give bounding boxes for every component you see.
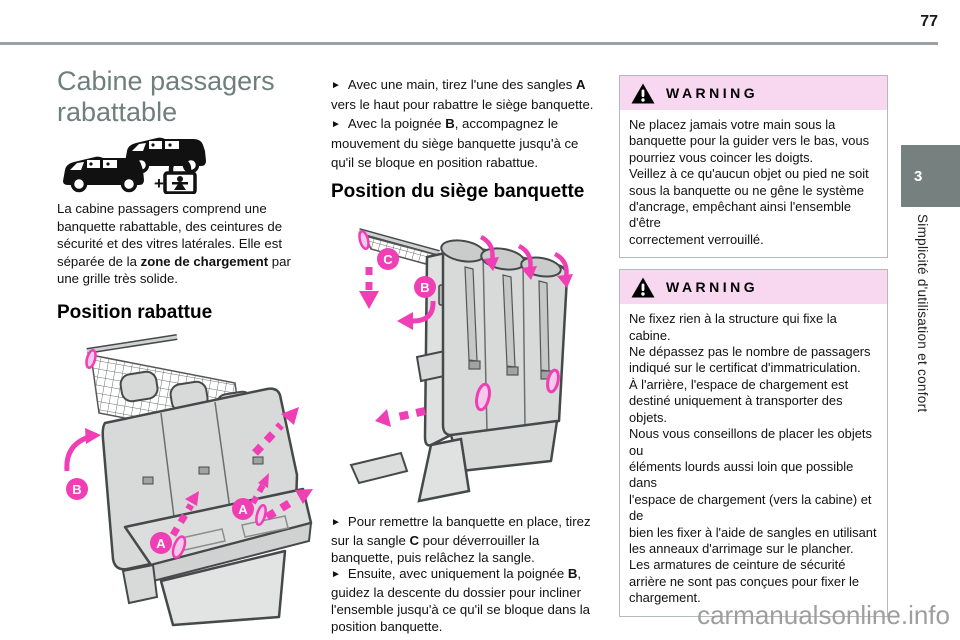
chapter-tab: 3 <box>901 145 960 207</box>
label-b-badge: B <box>66 477 88 500</box>
seat-upright-graphic: C B <box>349 228 573 503</box>
step-text: Avec la poignée <box>347 115 446 131</box>
label-a1: A <box>156 536 166 551</box>
arrow-b-curved <box>397 312 413 331</box>
fold-steps: ►Avec une main, tirez l'une des sangles … <box>331 76 605 172</box>
intro-text-2: par une grille très solide. <box>57 253 291 287</box>
bullet-arrow-icon: ► <box>331 517 341 529</box>
step-fold-1: ►Avec une main, tirez l'une des sangles … <box>331 76 605 115</box>
warning-body: Ne fixez rien à la structure qui fixe la… <box>629 311 877 606</box>
annotation-arrows <box>64 406 313 559</box>
intro-paragraph: La cabine passagers comprend une banquet… <box>57 200 315 288</box>
page-number: 77 <box>920 13 938 30</box>
arrow-right <box>295 488 313 504</box>
warning-triangle-icon <box>631 277 655 298</box>
label-a2-badge: A <box>232 497 254 520</box>
heading-position-rabattue: Position rabattue <box>57 301 213 323</box>
annotation-arrows <box>359 235 573 428</box>
arrow-c-down <box>359 291 379 310</box>
warning-title: WARNING <box>666 279 759 296</box>
ref-a: A <box>575 77 586 92</box>
arrow-up-right <box>281 406 299 425</box>
header-rule <box>0 42 938 45</box>
plus-icon: + <box>154 174 164 193</box>
strap-magenta-left <box>475 382 491 412</box>
strap-a1 <box>171 535 187 559</box>
unfold-steps: ►Pour remettre la banquette en place, ti… <box>331 514 605 636</box>
arrow-headrest-2 <box>517 244 537 281</box>
seat-folding-graphic: B A A <box>64 334 313 627</box>
arrow-b-curved <box>85 427 101 444</box>
heading-position-banquette: Position du siège banquette <box>331 181 585 203</box>
seat-base <box>159 549 287 627</box>
warning-box-1: WARNING Ne placez jamais votre main sous… <box>619 75 888 259</box>
ref-b: B <box>567 566 578 582</box>
bullet-arrow-icon: ► <box>331 80 341 91</box>
warning-body: Ne placez jamais votre main sous la banq… <box>629 117 870 247</box>
label-c: C <box>383 252 393 267</box>
intro-text-1: La cabine passagers comprend une banquet… <box>57 201 283 269</box>
step-text: vers le haut pour rabattre le siège banq… <box>331 97 594 113</box>
warning-header: WARNING <box>620 270 887 305</box>
ref-c: C <box>409 532 419 548</box>
van-icon-1 <box>63 156 144 193</box>
warning-title: WARNING <box>666 85 759 101</box>
right-column: WARNING Ne placez jamais votre main sous… <box>619 0 888 617</box>
base-pillar <box>417 437 471 503</box>
bullet-arrow-icon: ► <box>331 118 341 130</box>
van-variant-icons: + <box>59 132 219 195</box>
step-text: Pour remettre la banquette en place, tir… <box>331 514 591 548</box>
step-text: , guidez la descente du dossier pour inc… <box>331 566 591 634</box>
step-unfold-2: ► Ensuite, avec uniquement la poignée B, … <box>331 566 605 635</box>
label-b: B <box>72 482 81 497</box>
strap-a2 <box>255 504 267 526</box>
warning-triangle-icon <box>631 83 655 104</box>
step-text: pour déverrouiller la banquette, puis re… <box>331 532 540 565</box>
step-fold-2: ► Avec la poignée B, accompagnez le mouve… <box>331 115 605 172</box>
illustration-seat-upright: C B <box>331 209 603 504</box>
seat-base-left <box>121 563 159 605</box>
arrow-a1 <box>185 490 199 506</box>
label-a2: A <box>238 502 248 517</box>
label-a1-badge: A <box>150 531 172 554</box>
net-strap-magenta <box>85 348 97 369</box>
arrow-headrest-3 <box>553 252 573 289</box>
step-unfold-1: ►Pour remettre la banquette en place, ti… <box>331 514 605 566</box>
chapter-sidebar-label: Simplicité d'utilisation et confort <box>915 214 930 413</box>
step-text: Ensuite, avec uniquement la poignée <box>347 566 568 582</box>
intro-bold-zone-de-chargement: zone de chargement <box>140 253 269 269</box>
base-foot <box>349 451 409 485</box>
left-column: Cabine passagers rabattable <box>57 0 315 629</box>
chapter-tab-number: 3 <box>914 167 923 185</box>
arrow-left <box>375 409 391 428</box>
van-icons-graphic: + <box>63 137 206 195</box>
label-b: B <box>420 280 429 295</box>
bullet-arrow-icon: ► <box>331 569 341 581</box>
watermark: carmanualsonline.info <box>697 600 950 630</box>
warning-header: WARNING <box>620 76 887 110</box>
illustration-seat-folding: B A A <box>57 329 325 629</box>
arrow-headrest-1 <box>479 235 499 272</box>
child-lock-icon <box>163 157 197 195</box>
label-b-badge: B <box>414 276 436 299</box>
middle-column: ►Avec une main, tirez l'une des sangles … <box>331 0 605 636</box>
arrow-a2 <box>258 472 269 488</box>
label-c-badge: C <box>377 248 399 271</box>
ref-b: B <box>445 115 455 131</box>
step-text: , accompagnez le mouvement du siège banq… <box>331 115 579 170</box>
strap-c <box>358 230 370 251</box>
page-title: Cabine passagers rabattable <box>57 66 275 127</box>
step-text: Avec une main, tirez l'une des sangles <box>347 77 576 92</box>
strap-magenta-right <box>546 368 560 394</box>
warning-box-2: WARNING Ne fixez rien à la structure qui… <box>619 269 888 617</box>
